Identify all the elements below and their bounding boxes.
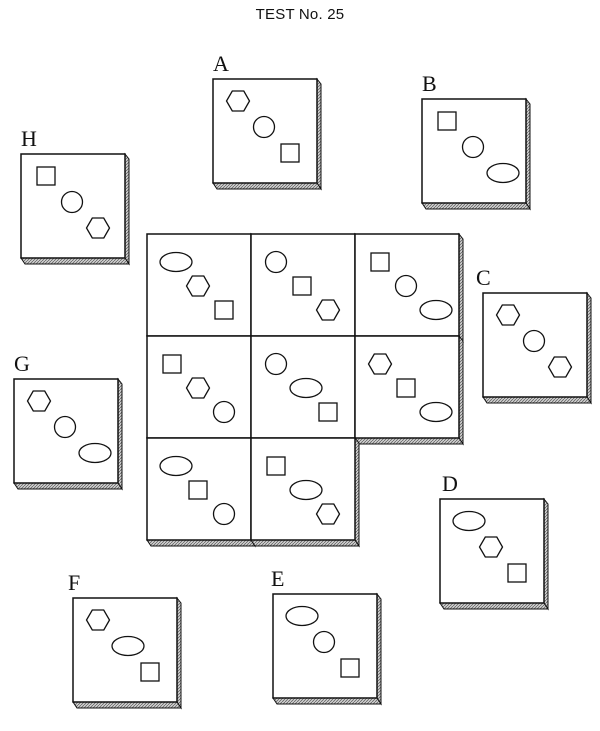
square-shape: [214, 300, 234, 320]
card-bottom-edge: [250, 539, 360, 547]
card-bottom-edge: [482, 396, 592, 404]
card-bottom-edge: [146, 539, 256, 547]
option-label-g: G: [14, 351, 30, 376]
square-shape: [507, 563, 527, 583]
hexagon-shape: [185, 377, 211, 399]
square-shape: [140, 662, 160, 682]
option-card-h: [20, 152, 130, 266]
option-card-g: [13, 377, 123, 491]
square-shape: [340, 658, 360, 678]
hexagon-shape: [315, 503, 341, 525]
square-shape: [292, 276, 312, 296]
option-card-f: [72, 596, 182, 710]
hexagon-shape: [547, 356, 573, 378]
card-bottom-edge: [72, 701, 182, 709]
option-label-c: C: [476, 265, 491, 290]
hexagon-shape: [225, 90, 251, 112]
ellipse-shape: [486, 162, 520, 184]
grid-cell-8: [250, 436, 360, 548]
hexagon-shape: [478, 536, 504, 558]
card-bottom-edge: [272, 697, 382, 705]
hexagon-shape: [315, 299, 341, 321]
test-title: TEST No. 25: [255, 6, 345, 23]
square-shape: [370, 252, 390, 272]
card-bottom-edge: [421, 202, 531, 210]
ellipse-shape: [78, 442, 112, 464]
ellipse-shape: [285, 605, 319, 627]
option-card-b: [421, 97, 531, 211]
ellipse-shape: [289, 377, 323, 399]
option-label-d: D: [442, 471, 458, 496]
circle-shape: [252, 115, 276, 139]
circle-shape: [264, 352, 288, 376]
ellipse-shape: [289, 479, 323, 501]
square-shape: [318, 402, 338, 422]
ellipse-shape: [419, 299, 453, 321]
circle-shape: [53, 415, 77, 439]
grid-cell-3: [354, 232, 464, 344]
option-card-e: [272, 592, 382, 706]
grid-cell-4: [146, 334, 256, 446]
grid-cell-1: [146, 232, 256, 344]
hexagon-shape: [26, 390, 52, 412]
card-bottom-edge: [439, 602, 549, 610]
circle-shape: [394, 274, 418, 298]
option-label-a: A: [213, 51, 229, 76]
ellipse-shape: [159, 251, 193, 273]
circle-shape: [212, 400, 236, 424]
card-bottom-edge: [212, 182, 322, 190]
hexagon-shape: [185, 275, 211, 297]
card-bottom-edge: [13, 482, 123, 490]
square-shape: [162, 354, 182, 374]
option-label-h: H: [21, 126, 37, 151]
option-card-d: [439, 497, 549, 611]
option-card-a: [212, 77, 322, 191]
square-shape: [437, 111, 457, 131]
ellipse-shape: [159, 455, 193, 477]
square-shape: [266, 456, 286, 476]
hexagon-shape: [85, 609, 111, 631]
grid-cell-6: [354, 334, 464, 446]
ellipse-shape: [452, 510, 486, 532]
grid-cell-2: [250, 232, 360, 344]
option-card-c: [482, 291, 592, 405]
square-shape: [188, 480, 208, 500]
option-label-f: F: [68, 570, 80, 595]
grid-cell-5: [250, 334, 360, 446]
circle-shape: [522, 329, 546, 353]
circle-shape: [212, 502, 236, 526]
square-shape: [396, 378, 416, 398]
circle-shape: [312, 630, 336, 654]
option-label-b: B: [422, 71, 437, 96]
ellipse-shape: [419, 401, 453, 423]
hexagon-shape: [367, 353, 393, 375]
card-bottom-edge: [354, 437, 464, 445]
circle-shape: [264, 250, 288, 274]
square-shape: [280, 143, 300, 163]
option-label-e: E: [271, 566, 284, 591]
circle-shape: [461, 135, 485, 159]
hexagon-shape: [85, 217, 111, 239]
grid-cell-7: [146, 436, 256, 548]
ellipse-shape: [111, 635, 145, 657]
hexagon-shape: [495, 304, 521, 326]
circle-shape: [60, 190, 84, 214]
card-bottom-edge: [20, 257, 130, 265]
square-shape: [36, 166, 56, 186]
